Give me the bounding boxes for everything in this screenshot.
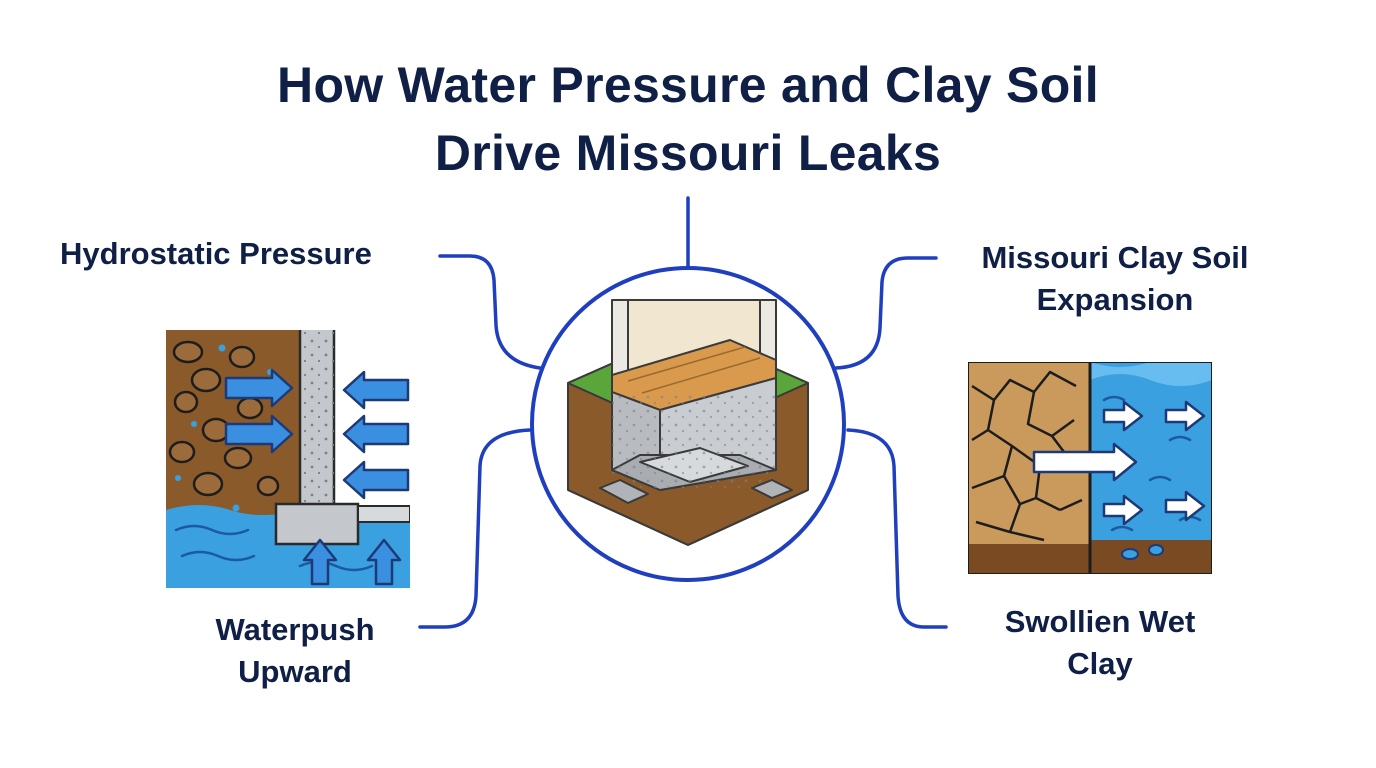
hydrostatic-wall-icon xyxy=(166,330,410,588)
label-clay-expansion-line-2: Expansion xyxy=(1036,282,1194,317)
label-swollen-line-2: Clay xyxy=(1067,646,1133,681)
label-hydrostatic-pressure: Hydrostatic Pressure xyxy=(60,236,372,271)
connector-clay-expansion xyxy=(834,256,938,370)
label-waterpush-line-1: Waterpush xyxy=(215,612,375,647)
clay-soil-expansion-icon xyxy=(968,362,1212,574)
title-line-2: Drive Missouri Leaks xyxy=(434,125,942,181)
connector-lines xyxy=(418,196,948,629)
label-clay-expansion-line-1: Missouri Clay Soil xyxy=(981,240,1249,275)
connector-swollen xyxy=(846,428,948,629)
title-line-1: How Water Pressure and Clay Soil xyxy=(277,57,1099,113)
label-waterpush-line-2: Upward xyxy=(238,654,352,689)
connector-waterpush xyxy=(418,428,532,629)
basement-foundation-icon xyxy=(567,299,809,546)
connector-hydrostatic xyxy=(438,254,542,370)
label-swollen-line-1: Swollien Wet xyxy=(1004,604,1196,639)
